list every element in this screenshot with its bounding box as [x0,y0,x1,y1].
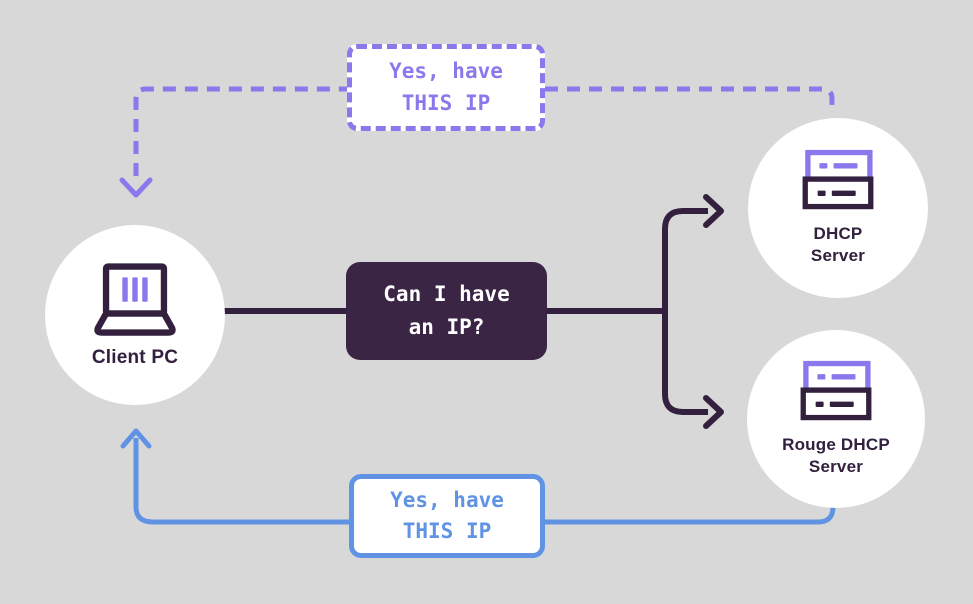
rogue-dhcp-server-label: Rouge DHCP Server [782,434,890,478]
ip-request-line2: an IP? [408,315,485,339]
dhcp-offer-dashed-path [133,86,835,176]
dhcp-offer-box: Yes, have THIS IP [347,44,545,131]
rogue-dhcp-server-node: Rouge DHCP Server [747,330,925,508]
request-upper-arrowhead-icon [703,194,724,228]
rogue-offer-line1: Yes, have [390,487,504,512]
server-icon [802,149,874,210]
ip-request-box: Can I have an IP? [346,262,547,360]
rogue-offer-line2: THIS IP [402,519,492,543]
laptop-icon [94,262,176,336]
dhcp-server-label-line1: DHCP [813,223,863,243]
server-icon [800,360,872,421]
rogue-dhcp-server-label-line2: Server [808,457,864,476]
client-pc-node: Client PC [45,225,225,405]
rogue-offer-arrowhead-icon [120,428,152,449]
dhcp-server-label-line2: Server [810,246,866,265]
dhcp-offer-line1: Yes, have [389,59,503,83]
dhcp-server-node: DHCP Server [748,118,928,298]
ip-request-line1: Can I have [383,282,510,307]
client-pc-label: Client PC [91,346,179,368]
rogue-offer-box: Yes, have THIS IP [349,474,545,558]
dhcp-server-label: DHCP Server [811,223,865,267]
request-lower-arrowhead-icon [703,395,724,429]
dhcp-offer-line2: THIS IP [401,90,491,115]
dhcp-offer-arrowhead-icon [119,177,153,198]
rogue-dhcp-server-label-line1: Rouge DHCP [782,434,890,454]
